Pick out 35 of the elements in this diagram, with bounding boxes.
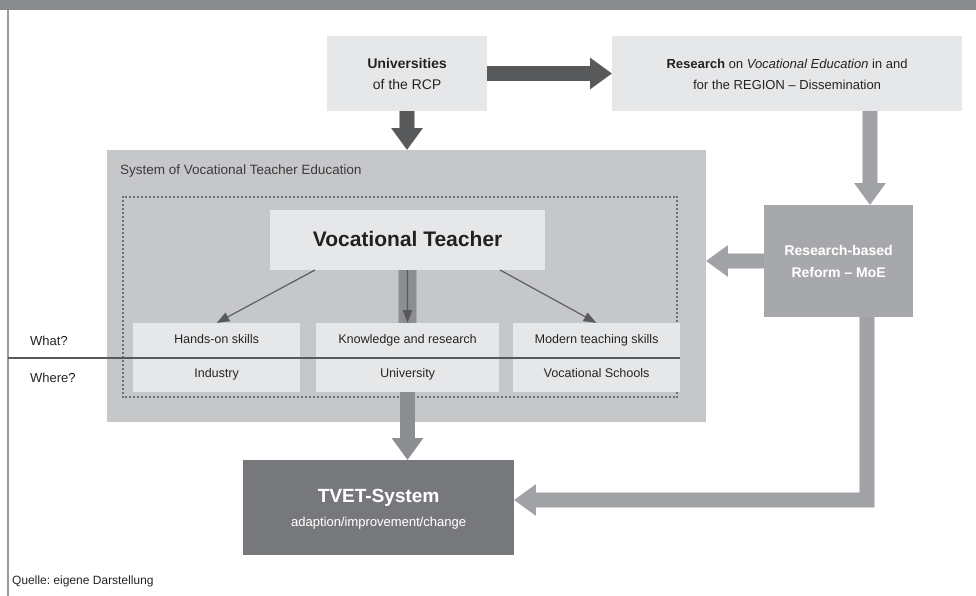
place-label: Industry	[193, 366, 240, 380]
place-label: University	[379, 366, 436, 380]
system-panel	[107, 150, 706, 422]
info-box	[612, 36, 962, 111]
box-subtext: of the RCP	[372, 74, 442, 94]
skill-label: Knowledge and research	[337, 332, 478, 346]
teacher-box	[270, 210, 545, 270]
skill-label: Hands-on skills	[173, 332, 260, 346]
arrow	[706, 245, 764, 277]
row-label: What?	[30, 333, 68, 348]
arrow	[392, 392, 424, 460]
skill-box	[316, 323, 499, 392]
arrow	[391, 111, 423, 150]
info-box	[327, 36, 487, 111]
panel-heading: System of Vocational Teacher Education	[120, 162, 362, 177]
box-heading: Vocational Teacher	[312, 228, 502, 252]
place-label: Vocational Schools	[542, 366, 650, 380]
arrow	[514, 317, 874, 516]
arrow	[216, 269, 316, 323]
box-subtext: adaption/improvement/change	[290, 513, 467, 531]
skill-box	[513, 323, 680, 392]
tvet-box	[243, 460, 514, 555]
reform-box	[764, 205, 913, 317]
skill-label: Modern teaching skills	[534, 332, 660, 346]
source-note: Quelle: eigene Darstellung	[12, 573, 154, 587]
box-heading: Universities	[366, 54, 448, 72]
arrow	[402, 270, 412, 323]
arrow	[854, 111, 886, 205]
skill-box	[133, 323, 300, 392]
arrow	[487, 58, 612, 90]
arrow	[500, 269, 596, 323]
box-heading: Research-based Reform – MoE	[783, 241, 894, 282]
box-heading: TVET-System	[316, 485, 440, 509]
row-label: Where?	[30, 370, 76, 385]
box-heading: Research on Vocational Education in and for the REGION – Dissemination	[666, 54, 908, 94]
